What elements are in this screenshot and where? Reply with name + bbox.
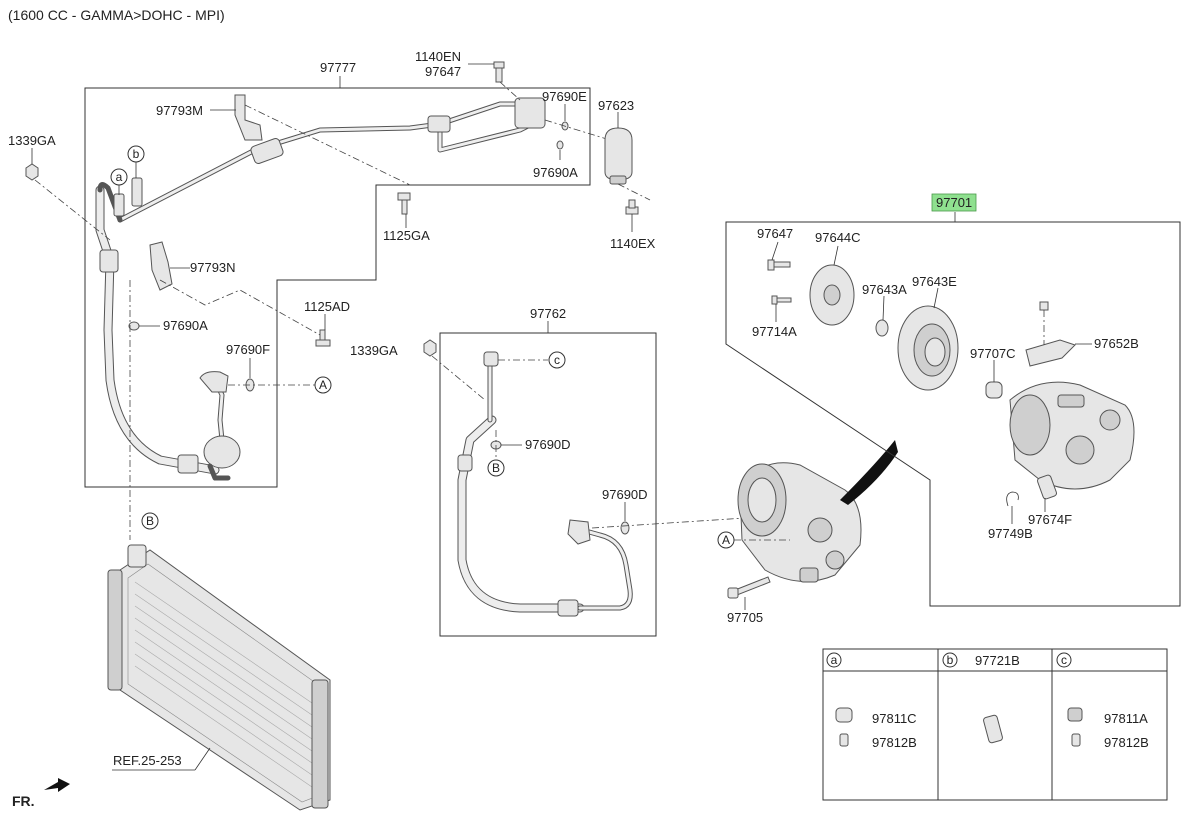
label-97623[interactable]: 97623 xyxy=(598,98,634,113)
bracket-97793N xyxy=(149,241,173,291)
label-97690A-mid[interactable]: 97690A xyxy=(163,318,208,333)
label-97647-right[interactable]: 97647 xyxy=(757,226,793,241)
label-97705[interactable]: 97705 xyxy=(727,610,763,625)
o-ring-97690A-top xyxy=(556,140,564,150)
svg-text:a: a xyxy=(831,653,838,667)
receiver-drier-97623 xyxy=(604,127,633,181)
label-97793M[interactable]: 97793M xyxy=(156,103,203,118)
svg-text:A: A xyxy=(319,378,327,392)
condenser xyxy=(107,544,331,811)
pipe-97777-upper xyxy=(117,101,523,223)
sensor-port-b xyxy=(131,177,143,207)
label-97644C[interactable]: 97644C xyxy=(815,230,861,245)
cap-97811C-icon xyxy=(835,707,853,723)
legend-table: a 97811C 97812B b 97721B c 97811A 97812B xyxy=(822,648,1168,801)
svg-text:B: B xyxy=(146,514,154,528)
bolt-1140EN xyxy=(493,61,505,69)
circlip-97749B xyxy=(1006,491,1019,507)
valve-core-97812B-icon xyxy=(839,733,849,747)
label-97643A[interactable]: 97643A xyxy=(862,282,907,297)
label-1140EN[interactable]: 1140EN xyxy=(415,49,461,64)
front-indicator: FR. xyxy=(12,793,35,809)
o-ring-97690A-mid xyxy=(128,321,140,331)
group-97701-outline xyxy=(725,221,1181,607)
legend-b-header[interactable]: 97721B xyxy=(975,653,1020,668)
legend-marker-b xyxy=(942,652,958,668)
legend-a-item-2[interactable]: 97812B xyxy=(872,735,917,750)
label-97690D-a[interactable]: 97690D xyxy=(525,437,571,452)
label-97793N[interactable]: 97793N xyxy=(190,260,236,275)
svg-text:b: b xyxy=(133,147,140,161)
service-port-c xyxy=(483,351,499,367)
label-97701[interactable]: 97701 xyxy=(936,195,972,210)
label-97690E[interactable]: 97690E xyxy=(542,89,587,104)
label-97674F[interactable]: 97674F xyxy=(1028,512,1072,527)
label-1339GA-left[interactable]: 1339GA xyxy=(8,133,56,148)
compressor-body-97701 xyxy=(1009,381,1135,490)
legend-marker-c xyxy=(1056,652,1072,668)
bolt-97647-right xyxy=(767,259,775,271)
fitting-97777-port xyxy=(199,371,229,393)
pressure-sensor-97721B-icon xyxy=(983,714,1003,744)
cap-97811A-icon xyxy=(1067,707,1083,722)
front-arrow-icon xyxy=(44,778,70,792)
marker-A-top[interactable] xyxy=(314,376,332,394)
valve-97674F xyxy=(1037,474,1057,500)
nut-1339GA-left xyxy=(25,163,39,181)
nut-1339GA-mid xyxy=(423,339,437,357)
sensor-port-a xyxy=(113,193,125,217)
label-1140EX[interactable]: 1140EX xyxy=(610,236,656,251)
label-97749B[interactable]: 97749B xyxy=(988,526,1033,541)
bearing-97707C xyxy=(985,381,1003,399)
label-97647-top[interactable]: 97647 xyxy=(425,64,461,79)
label-97643E[interactable]: 97643E xyxy=(912,274,957,289)
group-97777-outline xyxy=(84,87,591,488)
legend-marker-a xyxy=(826,652,842,668)
o-ring-97690D-b xyxy=(620,521,630,535)
bolt-1125GA xyxy=(397,192,411,201)
label-97690F[interactable]: 97690F xyxy=(226,342,270,357)
fitting-97762-compressor xyxy=(567,519,591,545)
svg-text:B: B xyxy=(492,461,500,475)
valve-core-97812B-icon-c xyxy=(1071,733,1081,747)
legend-c-item-2[interactable]: 97812B xyxy=(1104,735,1149,750)
svg-text:a: a xyxy=(116,170,123,184)
callout-arrow xyxy=(840,440,898,505)
diagram-title: (1600 CC - GAMMA>DOHC - MPI) xyxy=(8,7,225,23)
label-97690D-b[interactable]: 97690D xyxy=(602,487,648,502)
label-97777[interactable]: 97777 xyxy=(320,60,356,75)
bracket-97793M xyxy=(234,94,263,141)
marker-b[interactable] xyxy=(127,145,145,163)
marker-B-condenser[interactable] xyxy=(141,512,159,530)
marker-B-mid[interactable] xyxy=(487,459,505,477)
fitting-97777-end xyxy=(514,97,546,129)
bracket-97652B xyxy=(1025,339,1076,367)
highlight-97701 xyxy=(931,193,977,212)
label-97652B[interactable]: 97652B xyxy=(1094,336,1139,351)
snap-ring-97643A xyxy=(875,319,889,337)
label-97707C[interactable]: 97707C xyxy=(970,346,1016,361)
label-97762[interactable]: 97762 xyxy=(530,306,566,321)
marker-a[interactable] xyxy=(110,168,128,186)
bolt-97705 xyxy=(734,576,771,596)
label-97690A-top[interactable]: 97690A xyxy=(533,165,578,180)
svg-text:A: A xyxy=(722,533,730,547)
legend-c-item-1[interactable]: 97811A xyxy=(1104,711,1148,726)
label-1125AD[interactable]: 1125AD xyxy=(304,299,350,314)
label-97714A[interactable]: 97714A xyxy=(752,324,797,339)
bolt-97714A xyxy=(771,295,778,305)
compressor-assembled xyxy=(737,462,862,583)
svg-text:c: c xyxy=(554,353,560,367)
label-ref-25-253[interactable]: REF.25-253 xyxy=(113,753,182,768)
label-1339GA-mid[interactable]: 1339GA xyxy=(350,343,398,358)
muffler-97777 xyxy=(203,435,241,469)
marker-c[interactable] xyxy=(548,351,566,369)
legend-a-item-1[interactable]: 97811C xyxy=(872,711,917,726)
label-1125GA[interactable]: 1125GA xyxy=(383,228,430,243)
svg-text:b: b xyxy=(947,653,954,667)
svg-text:c: c xyxy=(1061,653,1067,667)
